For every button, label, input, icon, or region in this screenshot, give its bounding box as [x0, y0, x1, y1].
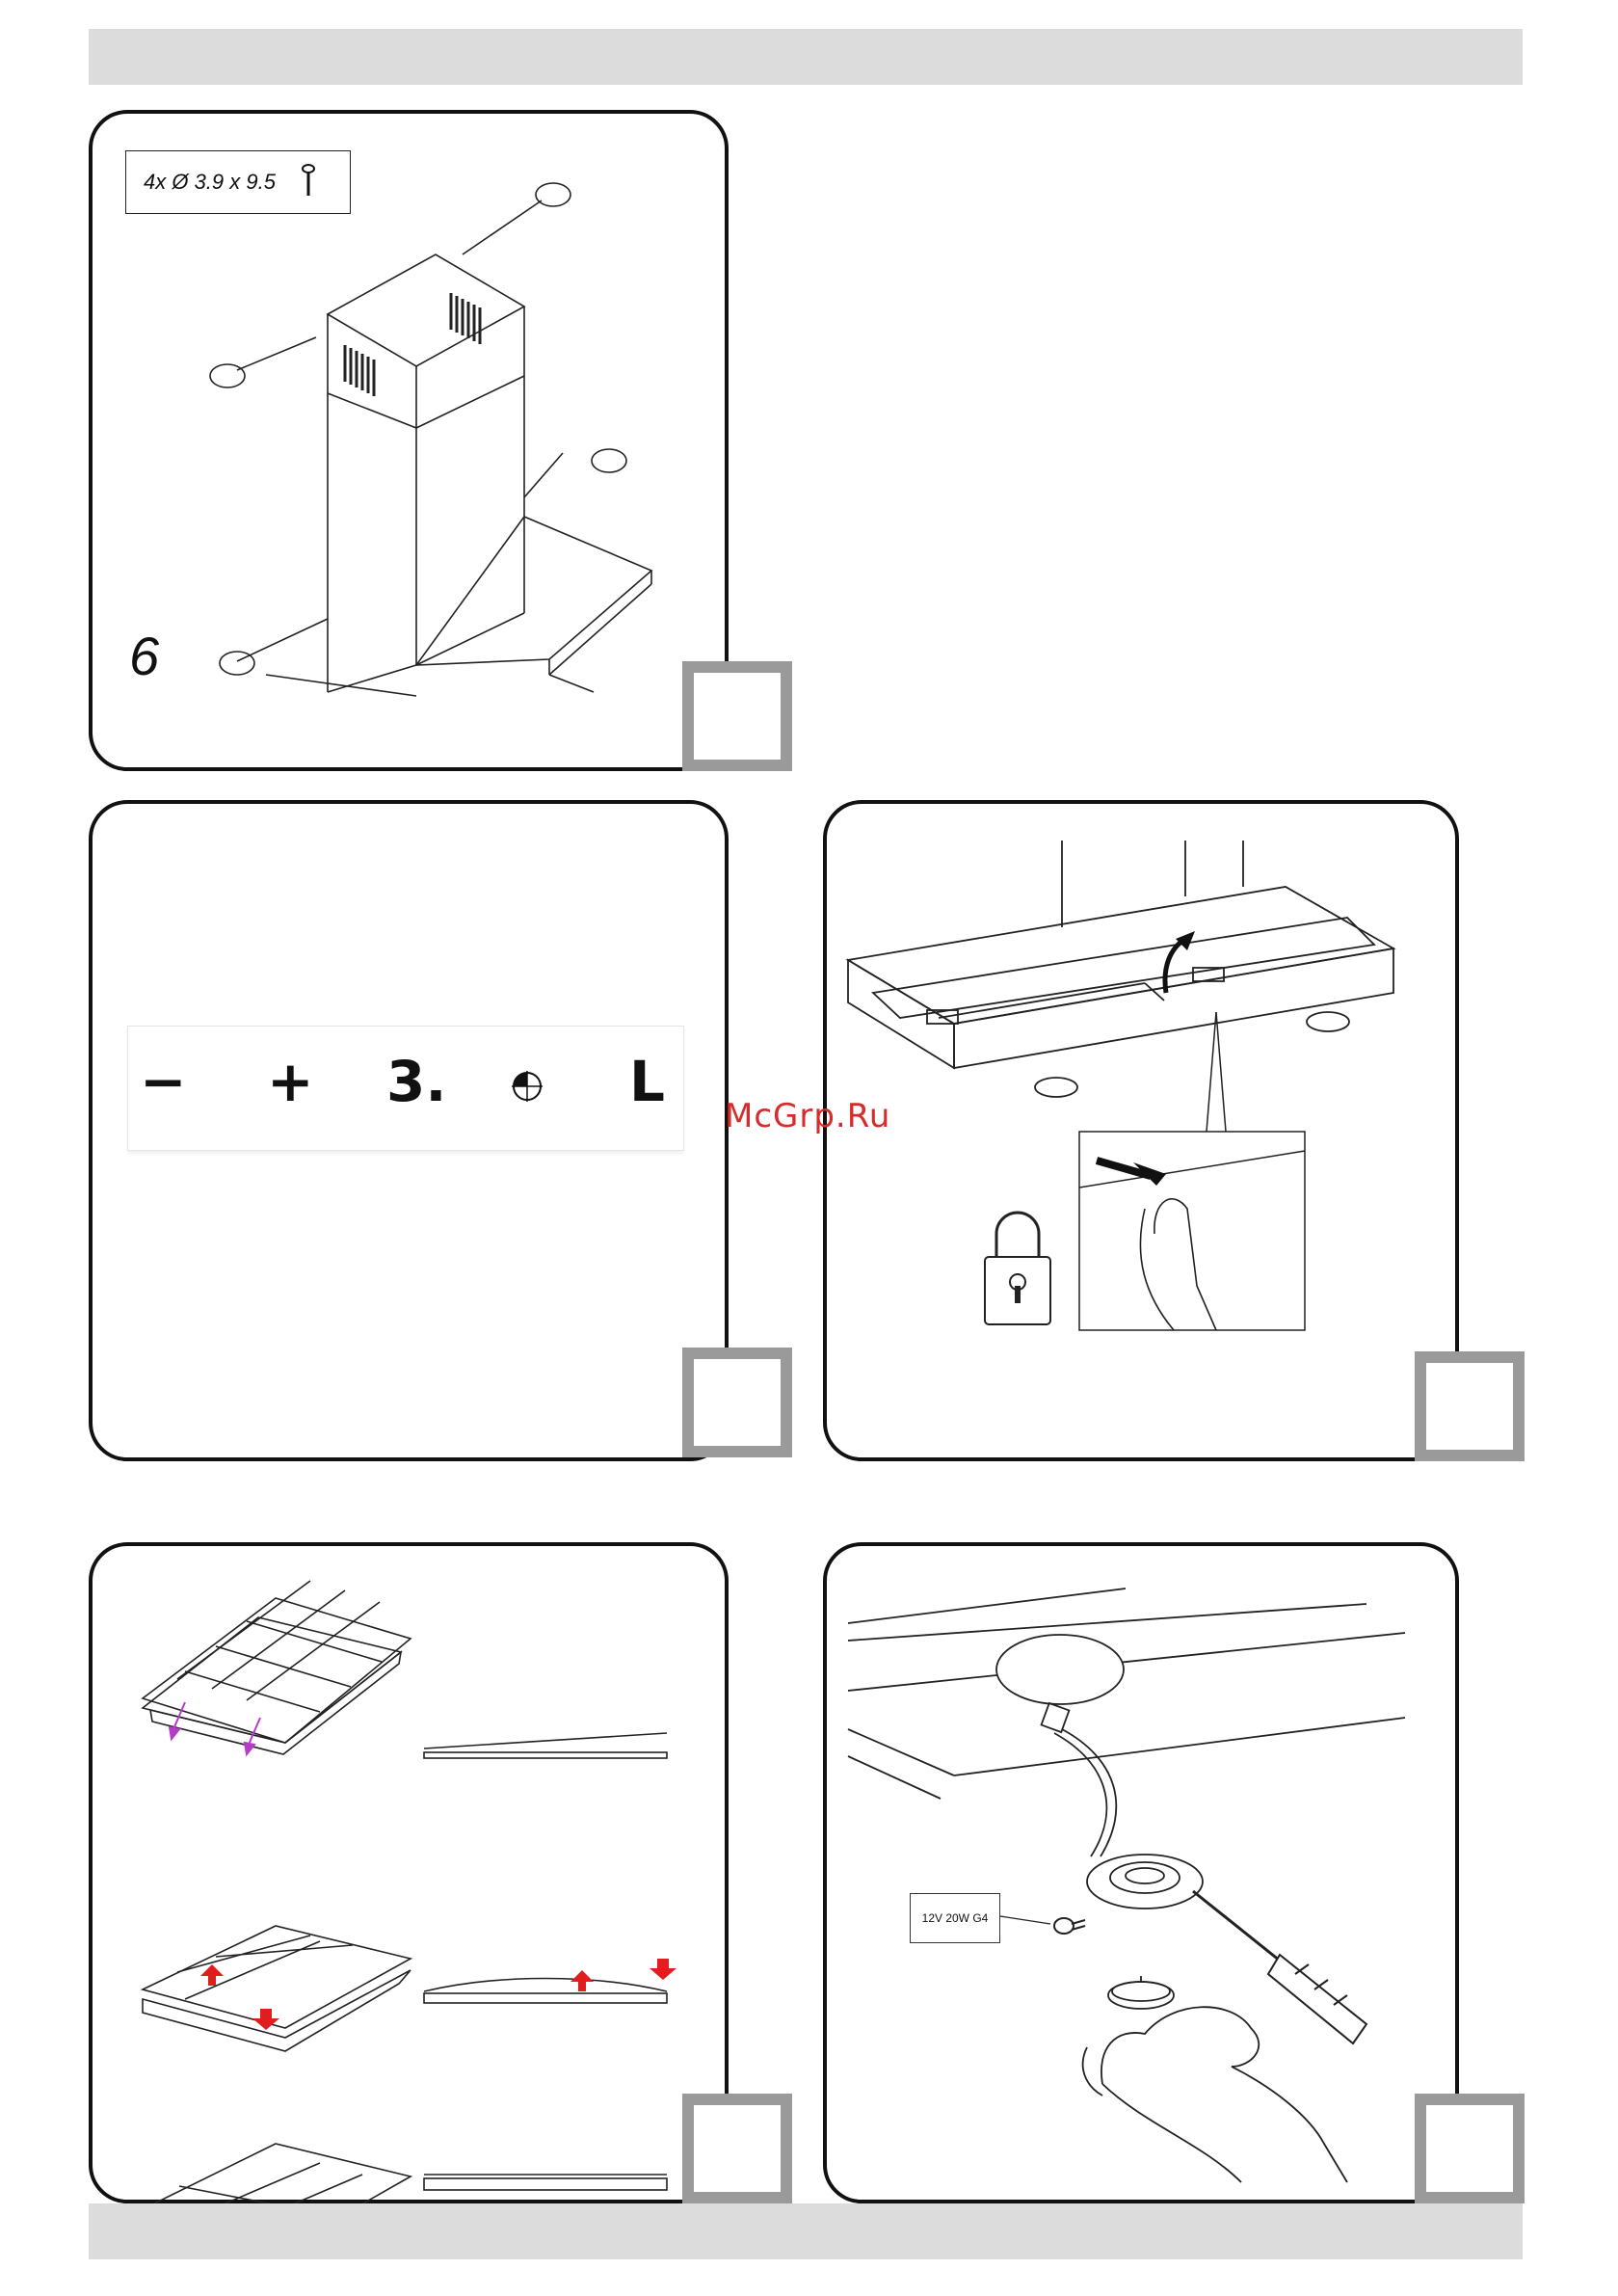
panel-filters [89, 1542, 729, 2203]
hood-underside-illustration [827, 804, 1463, 1465]
panel-chimney-install: 4x Ø 3.9 x 9.5 [89, 110, 729, 771]
timer-icon[interactable] [508, 1067, 546, 1106]
step-number: 6 [129, 625, 159, 687]
speed-display: 3. [386, 1054, 446, 1109]
watermark-text: McGrp.Ru [725, 1097, 890, 1135]
panel-controls: − + 3. L [89, 800, 729, 1461]
chimney-duct-illustration [93, 114, 732, 775]
lock-icon [985, 1213, 1050, 1324]
step-marker [1415, 2094, 1525, 2203]
halogen-lamp-illustration [827, 1546, 1463, 2207]
panel-filter-lock [823, 800, 1459, 1461]
step-marker [682, 2094, 792, 2203]
step-marker [1415, 1351, 1525, 1461]
control-panel-bar: − + 3. L [127, 1026, 684, 1151]
footer-band [89, 2203, 1523, 2259]
step-marker [682, 661, 792, 771]
minus-button[interactable]: − [140, 1054, 187, 1109]
panel-lamp: 12V 20W G4 [823, 1542, 1459, 2203]
carbon-filter-illustration [93, 1546, 732, 2207]
light-button[interactable]: L [629, 1054, 665, 1109]
step-marker [682, 1348, 792, 1457]
screwdriver-icon [1193, 1891, 1366, 2043]
bulb-spec-label: 12V 20W G4 [910, 1893, 1000, 1943]
header-band [89, 29, 1523, 85]
bulb-icon [1000, 1916, 1085, 1934]
plus-button[interactable]: + [267, 1054, 314, 1109]
